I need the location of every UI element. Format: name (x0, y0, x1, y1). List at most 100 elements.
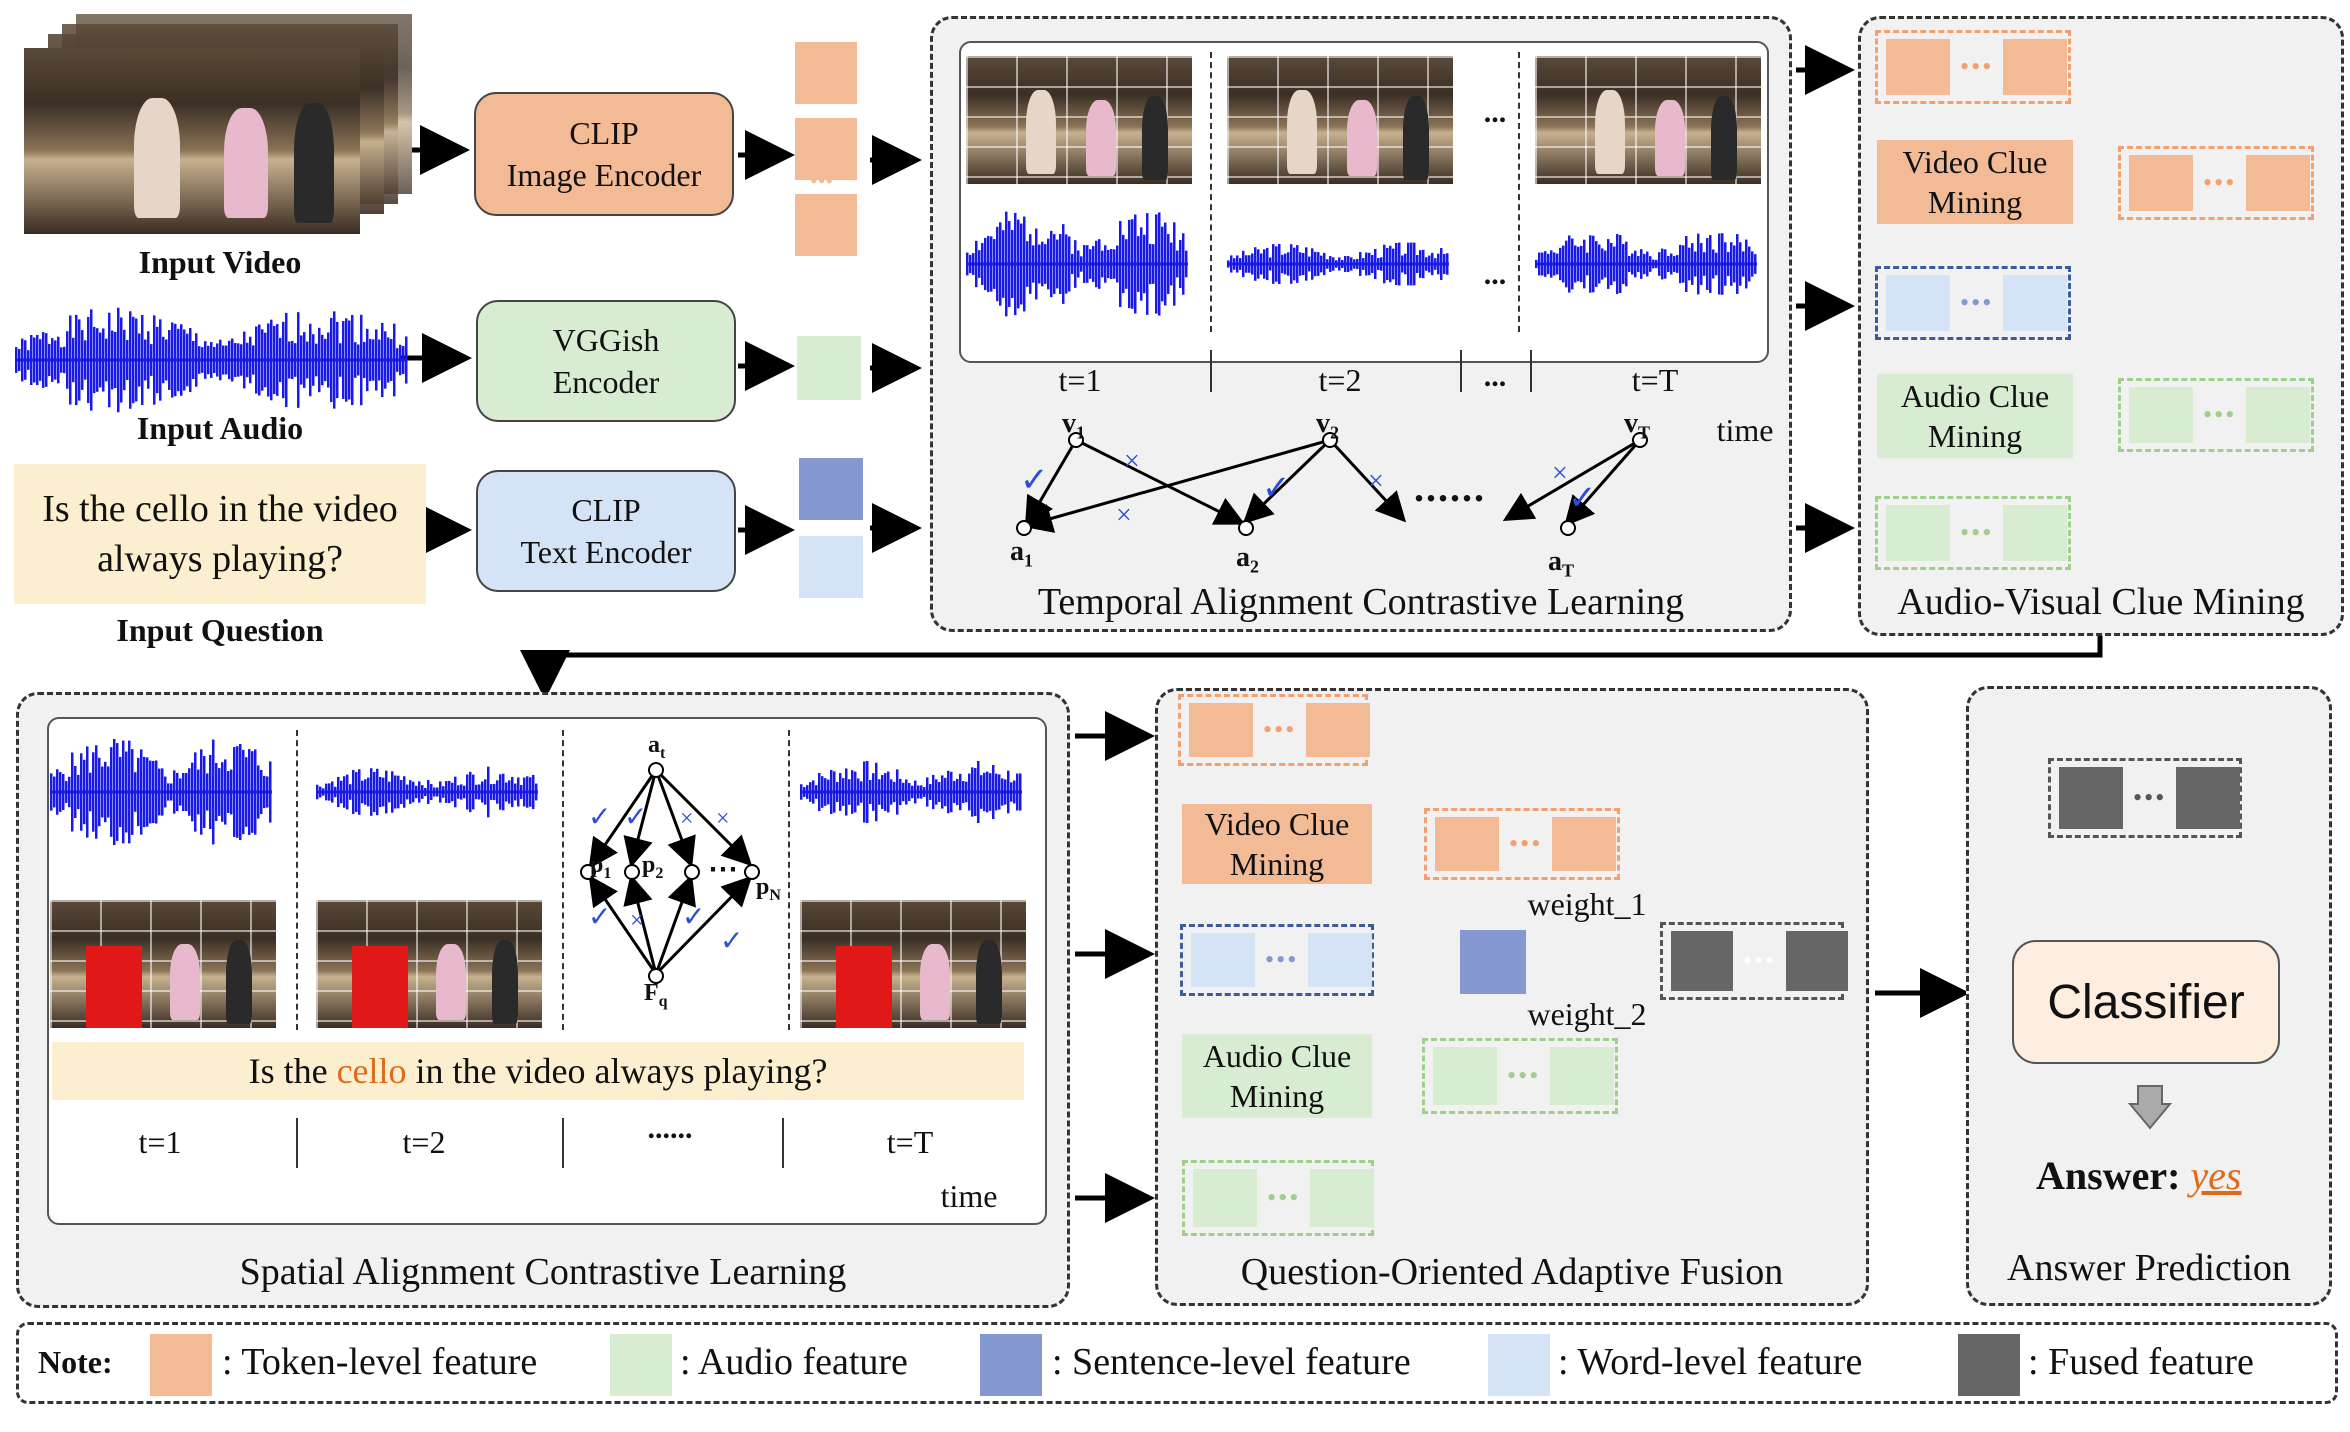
edge-at-pN (654, 768, 753, 867)
temporal-contrastive-graph (1016, 432, 1648, 536)
legend-token-text: : Token-level feature (222, 1341, 538, 1383)
avcm-audio-clue-label: Audio Clue Mining (1900, 378, 2050, 454)
spatial-contrastive-graph (580, 762, 760, 984)
fusion-weight2-label: weight_2 (1527, 996, 1647, 1032)
temporal-sep-1 (1210, 52, 1212, 332)
check-icon: ✓ (588, 802, 612, 833)
answer-fused-features: ••• (2048, 758, 2242, 838)
edge-v2-a1 (1022, 438, 1331, 533)
temporal-tick-3 (1530, 350, 1532, 392)
clip-text-encoder-label: CLIP Text Encoder (520, 492, 692, 570)
spatial-wave-T (800, 761, 1022, 823)
check-icon: ✓ (1262, 470, 1291, 507)
check-icon: ✓ (1020, 462, 1049, 499)
cross-icon: × (716, 806, 730, 832)
spatial-p1-label: p1 (590, 852, 612, 882)
spatial-t-dots: ...... (647, 1112, 693, 1145)
fusion-panel (1155, 688, 1869, 1306)
temporal-frame-T (1535, 56, 1761, 184)
fusion-video-clue-mining: Video Clue Mining (1182, 804, 1372, 884)
answer-label: Answer: (2036, 1153, 2181, 1198)
token-feature-2 (795, 118, 857, 180)
clip-text-encoder: CLIP Text Encoder (476, 470, 736, 592)
edge-v1-a2 (1075, 438, 1246, 525)
avcm-audio-out-features: ••• (2118, 378, 2314, 452)
check-icon: ✓ (1568, 480, 1597, 517)
temporal-panel-title: Temporal Alignment Contrastive Learning (1037, 581, 1685, 623)
input-question-box: Is the cello in the video always playing… (14, 464, 426, 604)
input-video-stack (24, 14, 414, 234)
temporal-tick-1 (1210, 350, 1212, 392)
legend-sentence-text: : Sentence-level feature (1052, 1341, 1411, 1383)
cross-icon: × (1124, 446, 1140, 477)
spatial-at-label: at (648, 732, 666, 762)
spatial-question-post: in the video always playing? (406, 1051, 828, 1091)
check-icon: ✓ (720, 926, 744, 957)
edge-fq-pN (654, 875, 753, 976)
answer-line: Answer: yes (2036, 1152, 2242, 1199)
temporal-wave-T (1535, 233, 1757, 295)
input-question-label: Input Question (116, 612, 324, 648)
avcm-audio-features: ••• (1875, 496, 2071, 570)
word-feature (799, 536, 863, 598)
temporal-wave-1 (966, 211, 1188, 317)
legend-word-swatch (1488, 1334, 1550, 1396)
down-arrow-icon (2128, 1085, 2172, 1130)
cross-icon: × (630, 908, 644, 934)
avcm-video-clue-label: Video Clue Mining (1902, 144, 2048, 220)
spatial-question-banner: Is the cello in the video always playing… (52, 1042, 1024, 1100)
legend-sentence-swatch (980, 1334, 1042, 1396)
node-p3 (684, 864, 700, 880)
vggish-encoder-label: VGGish Encoder (552, 322, 660, 400)
temporal-a1-label: a1 (1010, 536, 1033, 571)
temporal-wave-ellipsis: ... (1483, 258, 1507, 291)
avcm-token-features: ••• (1875, 30, 2071, 104)
edge-v2-next (1328, 438, 1407, 523)
fusion-word-features: ••• (1180, 924, 1374, 996)
cross-icon: × (1552, 458, 1568, 489)
edge-at-p1 (588, 769, 658, 869)
spatial-frame-T (800, 900, 1026, 1028)
edge-vT-prev (1502, 438, 1641, 522)
sentence-feature (799, 458, 863, 520)
temporal-a2-label: a2 (1236, 542, 1259, 577)
spatial-tick-2 (562, 1118, 564, 1168)
spatial-t2: t=2 (402, 1124, 446, 1160)
classifier-box: Classifier (2012, 940, 2280, 1064)
fusion-weight1-label: weight_1 (1527, 886, 1647, 922)
temporal-vT-label: vT (1624, 408, 1651, 443)
node-v2 (1322, 432, 1338, 448)
legend-audio-swatch (610, 1334, 672, 1396)
check-icon: ✓ (588, 902, 612, 933)
avcm-panel-title: Audio-Visual Clue Mining (1897, 581, 2305, 623)
spatial-tick-3 (782, 1118, 784, 1168)
check-icon: ✓ (682, 902, 706, 933)
node-p1 (580, 864, 596, 880)
node-at (648, 762, 664, 778)
token-feature-1 (795, 42, 857, 104)
audio-feature (797, 336, 861, 400)
spatial-question-highlight: cello (336, 1051, 407, 1091)
input-question-text: Is the cello in the video always playing… (42, 488, 398, 580)
fusion-panel-title: Question-Oriented Adaptive Fusion (1240, 1251, 1784, 1293)
node-aT (1560, 520, 1576, 536)
fusion-video-clue-label: Video Clue Mining (1204, 806, 1350, 882)
node-p2 (624, 864, 640, 880)
spatial-p2-label: p2 (642, 852, 664, 882)
classifier-label: Classifier (2047, 975, 2245, 1029)
cross-icon: × (1368, 466, 1384, 497)
temporal-aT-label: aT (1548, 546, 1575, 581)
avcm-word-features: ••• (1875, 266, 2071, 340)
input-video-frame (24, 48, 360, 234)
node-a2 (1238, 520, 1254, 536)
edge-at-p2 (623, 769, 658, 868)
avcm-video-clue-mining: Video Clue Mining (1877, 140, 2073, 224)
spatial-t1: t=1 (138, 1124, 182, 1160)
edge-fq-p2 (623, 874, 658, 975)
temporal-t1: t=1 (1058, 362, 1102, 398)
token-feature-3 (795, 194, 857, 256)
legend-box (16, 1322, 2338, 1404)
temporal-frame-2 (1227, 56, 1453, 184)
fused-features: ••• (1660, 922, 1849, 1000)
check-icon: ✓ (624, 802, 648, 833)
